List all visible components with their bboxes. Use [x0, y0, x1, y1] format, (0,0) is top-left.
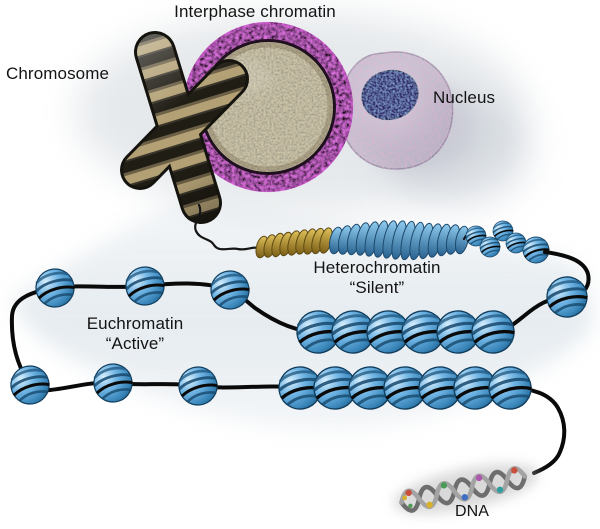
dna-base-pairs: [402, 467, 518, 508]
linker-squiggle: [194, 203, 262, 251]
heterochromatin-text: Heterochromatin: [313, 258, 441, 277]
fiber-coil-gold: [255, 227, 333, 259]
nucleus-graphic: [339, 51, 475, 171]
dna-label: DNA: [454, 503, 490, 520]
dna-helix-graphic: [393, 463, 539, 514]
euchromatin-text: Euchromatin: [86, 314, 184, 333]
chromosome-graphic: [120, 31, 249, 224]
euchromatin-state-text: “Active”: [105, 334, 165, 353]
nucleolus: [361, 69, 419, 121]
chromatin-fiber-coil: [255, 217, 554, 268]
interphase-chromatin-label: Interphase chromatin: [174, 2, 336, 21]
heterochromatin-label: Heterochromatin “Silent”: [277, 258, 477, 298]
dna-strand-back: [399, 469, 528, 513]
fiber-coil-blue: [328, 220, 470, 261]
nucleus-label: Nucleus: [433, 88, 496, 107]
heterochromatin-state-text: “Silent”: [349, 278, 405, 297]
euchromatin-label: Euchromatin “Active”: [35, 314, 235, 354]
nucleosome-bead: [4, 359, 56, 411]
chromosome-label: Chromosome: [6, 64, 110, 83]
